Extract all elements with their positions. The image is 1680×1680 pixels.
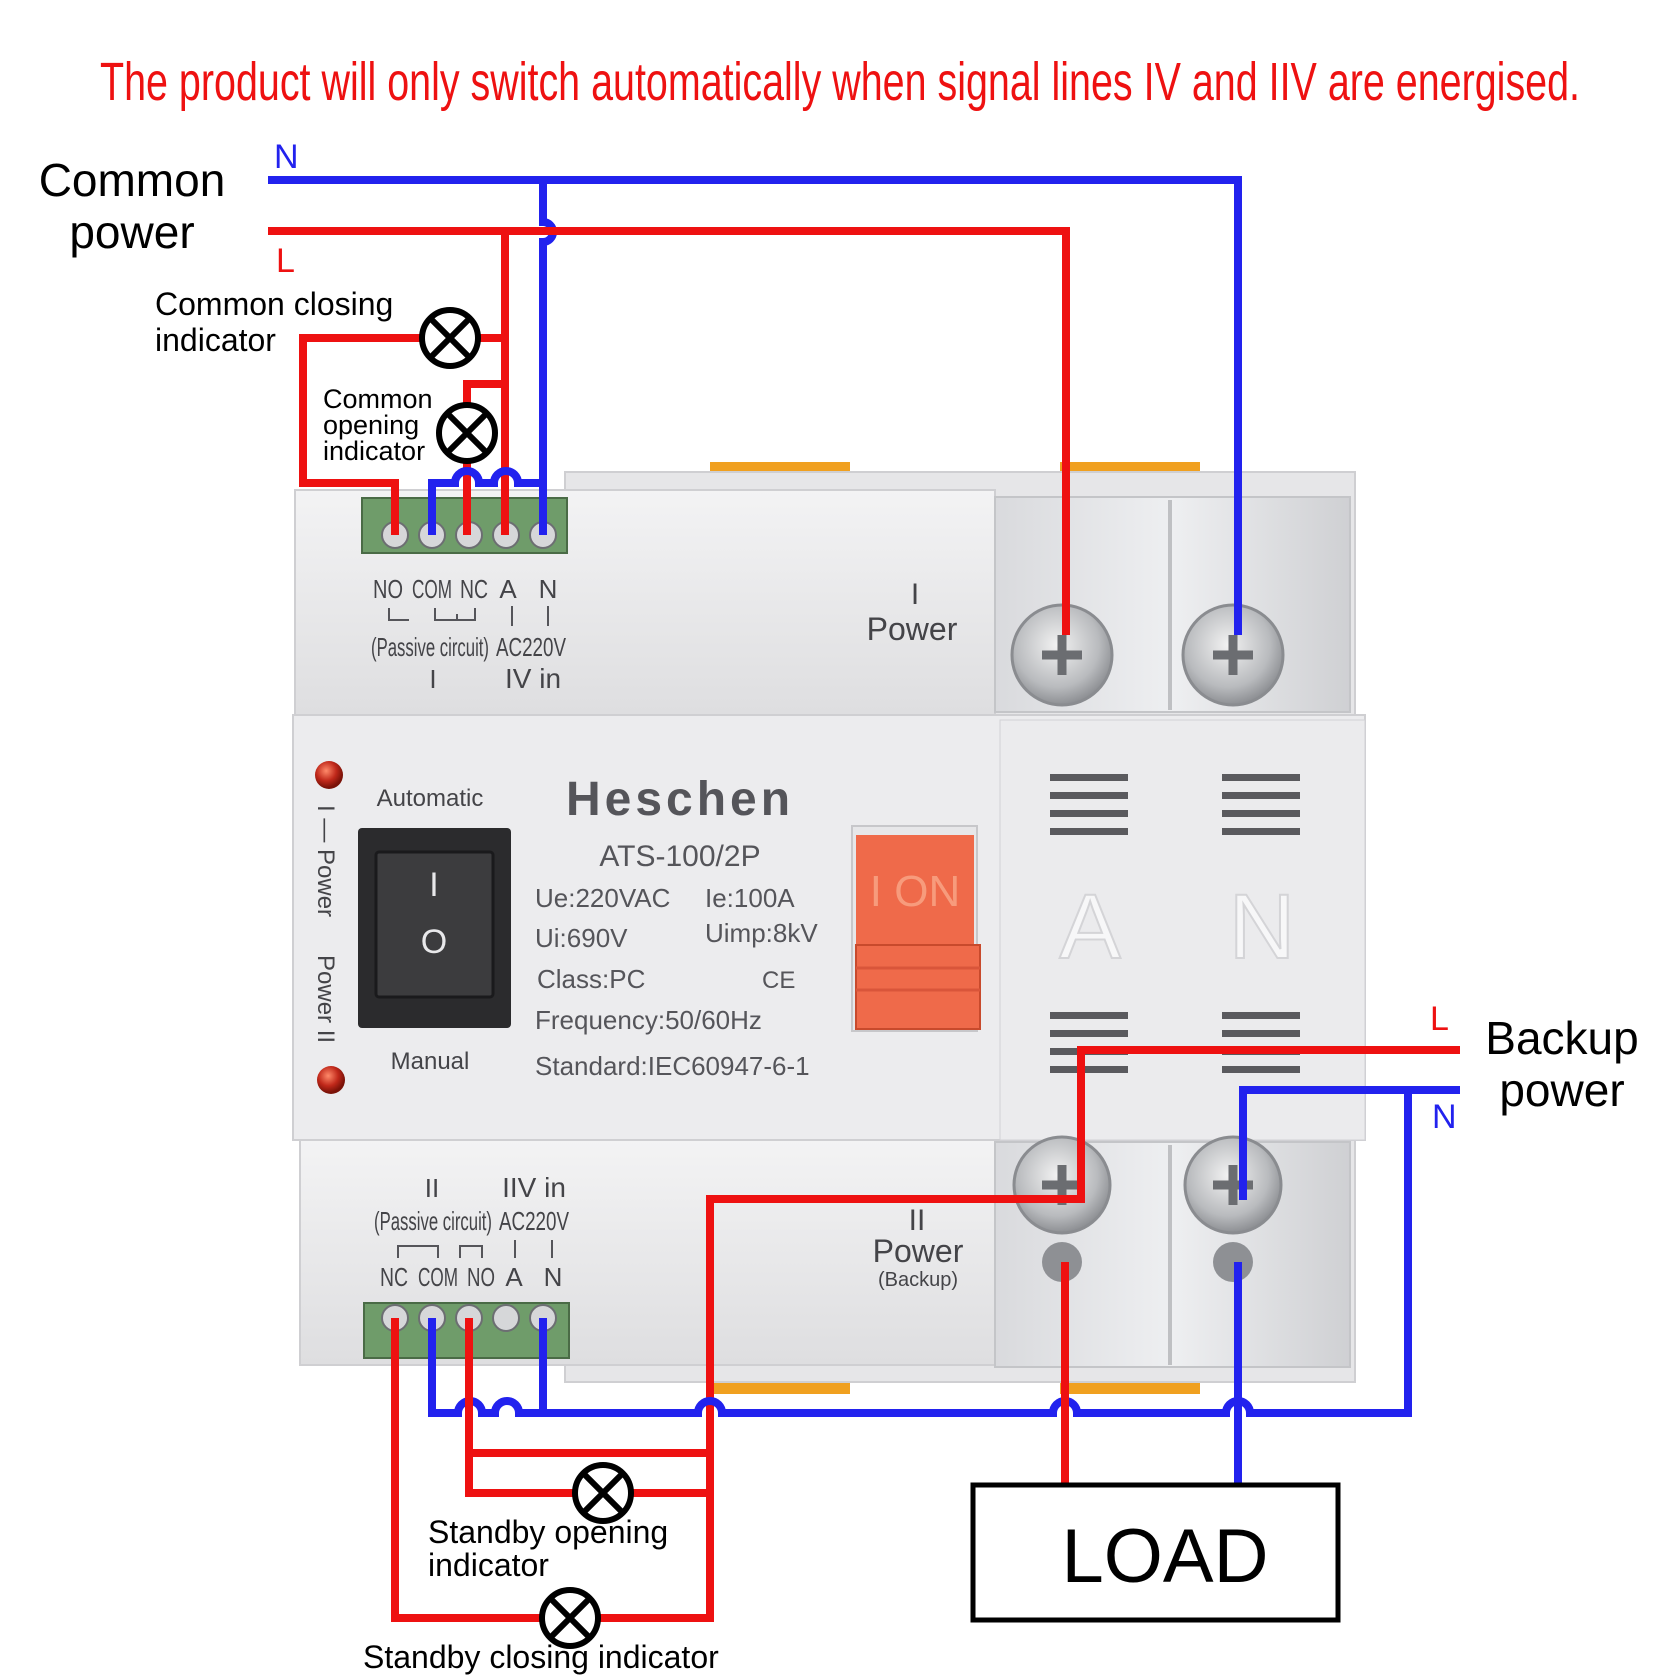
main-operating-handle[interactable] (855, 944, 981, 1030)
common-opening-wire (463, 380, 505, 535)
rating-frequency: Frequency:50/60Hz (535, 1005, 762, 1035)
automatic-label: Automatic (377, 785, 484, 812)
power-i-roman: I (911, 578, 919, 611)
handle-on-text: I ON (870, 867, 960, 916)
top-terminal-label: A (499, 574, 517, 604)
ats-device: A N NO COM NC A N (Passive cir (292, 462, 1366, 1394)
backup-neutral-return (428, 1090, 1412, 1417)
bottom-terminal-label: NC (380, 1262, 408, 1292)
top-terminal-label: NO (373, 574, 403, 604)
bottom-terminal-label: N (544, 1262, 563, 1292)
pole-a-label: A (1059, 876, 1121, 978)
common-opening-label-line1: Common (323, 384, 433, 414)
common-closing-label-line2: indicator (155, 322, 276, 358)
rating-standard: Standard:IEC60947-6-1 (535, 1051, 810, 1081)
rating-ie: Ie:100A (705, 883, 795, 913)
common-closing-label-line1: Common closing (155, 286, 393, 322)
mode-rocker-switch[interactable] (374, 850, 495, 999)
side-power-bottom-label: Power II (312, 955, 339, 1043)
bottom-roman-ii: II (425, 1173, 439, 1203)
backup-power-label-line2: power (1499, 1064, 1624, 1116)
bottom-terminal-label: NO (467, 1262, 495, 1292)
wiring (268, 176, 1460, 1622)
common-opening-label-line3: indicator (323, 436, 425, 466)
top-terminal-label: COM (412, 574, 452, 604)
backup-neutral-wire (1239, 1086, 1460, 1200)
common-power-label-line2: power (69, 206, 194, 258)
top-com-wire (428, 467, 543, 535)
rating-ue: Ue:220VAC (535, 883, 670, 913)
top-passive-circuit: (Passive circuit) (371, 632, 489, 662)
standby-opening-label-line2: indicator (428, 1547, 549, 1583)
backup-power-label-line1: Backup (1485, 1012, 1638, 1064)
common-closing-wire (299, 334, 505, 535)
standby-opening-label-line1: Standby opening (428, 1514, 668, 1550)
din-clip-bottom-right (1060, 1380, 1200, 1394)
standby-closing-label: Standby closing indicator (363, 1639, 719, 1675)
top-terminal-labels: NO COM NC A N (373, 574, 557, 604)
manual-label: Manual (391, 1048, 470, 1075)
lamp-common-closing (419, 307, 481, 369)
bottom-passive-circuit: (Passive circuit) (374, 1206, 492, 1236)
bottom-ac-voltage: AC220V (499, 1206, 569, 1236)
bottom-terminal-label: A (505, 1262, 523, 1292)
common-opening-label-line2: opening (323, 410, 419, 440)
power-i-led (315, 761, 343, 789)
bottom-terminal-label: COM (418, 1262, 458, 1292)
bottom-signal-in: IIV in (502, 1172, 566, 1203)
top-roman-i: I (429, 664, 436, 694)
rocker-off-mark: O (421, 923, 447, 961)
load-label: LOAD (1062, 1514, 1269, 1599)
pole-n-label: N (1229, 876, 1295, 978)
common-power-label-line1: Common (39, 154, 226, 206)
main-handle-indicator (856, 835, 974, 945)
lamp-standby-opening (572, 1462, 634, 1524)
backup-l-label: L (1430, 1000, 1449, 1038)
model-number: ATS-100/2P (599, 840, 760, 873)
backup-live-wire (391, 1046, 1460, 1622)
top-terminal-label: NC (460, 574, 488, 604)
lamp-standby-closing (539, 1587, 601, 1649)
power-ii-label: Power (873, 1233, 964, 1269)
common-n-label: N (274, 138, 299, 176)
backup-n-label: N (1432, 1098, 1457, 1136)
rating-class: Class:PC (537, 964, 645, 994)
side-power-top-label: I — Power (312, 805, 339, 917)
din-clip-bottom-left (710, 1380, 850, 1394)
power-ii-roman: II (909, 1204, 926, 1237)
load-box (970, 1482, 1341, 1623)
power-ii-sub: (Backup) (878, 1269, 958, 1291)
rating-ui: Ui:690V (535, 923, 628, 953)
rocker-on-mark: I (429, 866, 438, 904)
top-signal-in: IV in (505, 663, 561, 694)
power-i-label: Power (867, 611, 958, 647)
rating-uimp: Uimp:8kV (705, 918, 818, 948)
brand-name: Heschen (566, 773, 794, 826)
ce-mark: CE (762, 967, 795, 994)
top-ac-voltage: AC220V (496, 632, 566, 662)
lamp-common-opening (436, 402, 498, 464)
power-ii-led (317, 1066, 345, 1094)
bottom-terminal-labels: NC COM NO A N (380, 1262, 562, 1292)
pole-section (999, 719, 1366, 1141)
common-l-label: L (276, 242, 295, 280)
notice-text: The product will only switch automatical… (100, 52, 1580, 112)
top-terminal-label: N (539, 574, 558, 604)
